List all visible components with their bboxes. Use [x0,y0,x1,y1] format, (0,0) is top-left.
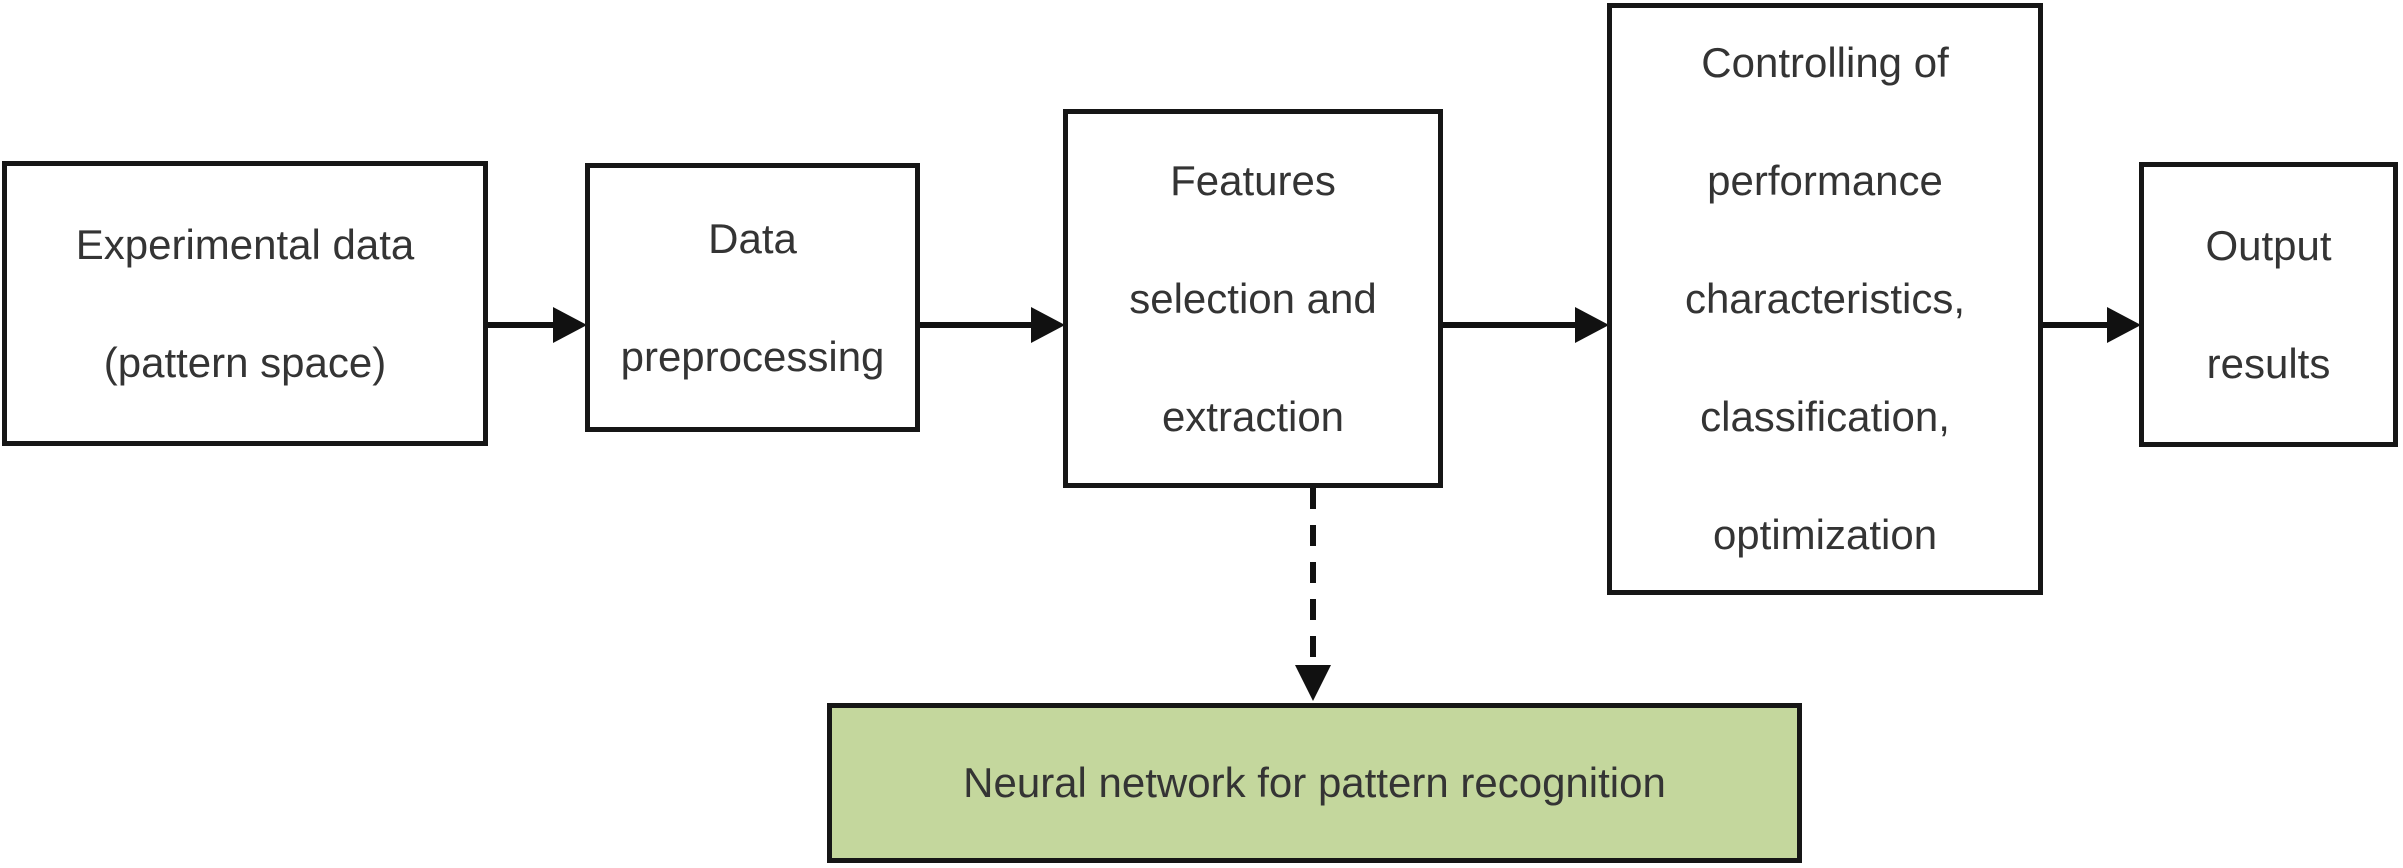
neural-network-box: Neural network for pattern recognition [827,703,1802,863]
box-text-line: preprocessing [620,332,885,380]
experimental-data-box: Experimental data (pattern space) [2,161,488,446]
box-text-line: selection and [1129,274,1377,322]
box-text-line: extraction [1161,392,1345,440]
box-text-line: optimization [1712,511,1938,558]
box-text-line: Experimental data [75,220,415,268]
box-text-line: (pattern space) [103,338,387,386]
features-selection-box: Features selection and extraction [1063,109,1443,488]
box-text-line: Features [1170,156,1336,204]
output-results-box: Output results [2139,162,2398,447]
arrow-experimental-to-preprocessing [488,307,587,343]
box-text-line: Data [708,214,797,262]
box-text-line: performance [1707,157,1943,204]
controlling-performance-box: Controlling of performance characteristi… [1607,3,2043,595]
arrow-preprocessing-to-features [920,307,1065,343]
box-text-line: characteristics, [1684,275,1966,322]
box-text-line: Controlling of [1701,39,1949,86]
data-preprocessing-box: Data preprocessing [585,163,920,432]
box-text-line: results [2206,339,2331,387]
arrow-controlling-to-output [2043,307,2141,343]
box-text-line: Neural network for pattern recognition [963,759,1666,806]
box-text-line: classification, [1700,393,1950,440]
dashed-arrow-features-to-neural [1295,488,1331,701]
box-text-line: Output [2205,221,2332,269]
arrow-features-to-controlling [1443,307,1609,343]
